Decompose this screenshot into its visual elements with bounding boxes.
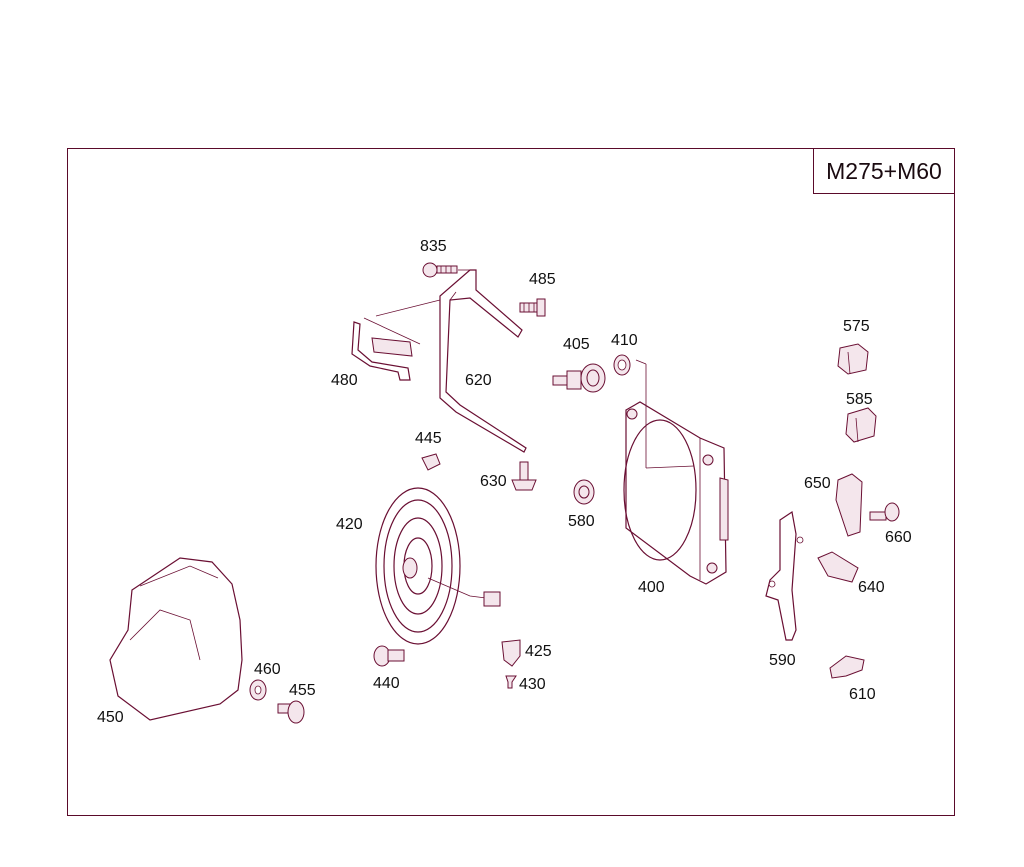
part-640-clip-drawing	[817, 551, 859, 583]
part-label-450[interactable]: 450	[97, 709, 124, 726]
part-label-420[interactable]: 420	[336, 516, 363, 533]
part-420-fan-drawing	[375, 487, 501, 645]
model-code-label: M275+M60	[813, 148, 955, 194]
part-405-sensor-drawing	[552, 363, 606, 393]
part-label-580[interactable]: 580	[568, 513, 595, 530]
part-400-radiator-drawing	[623, 401, 729, 585]
part-label-480[interactable]: 480	[331, 372, 358, 389]
part-label-400[interactable]: 400	[638, 579, 665, 596]
part-485-bolt-drawing	[519, 298, 546, 317]
part-610-clip-drawing	[829, 655, 865, 679]
part-630-bolt-drawing	[511, 461, 537, 491]
part-label-455[interactable]: 455	[289, 682, 316, 699]
part-450-shroud-drawing	[109, 557, 243, 721]
part-label-460[interactable]: 460	[254, 661, 281, 678]
part-label-630[interactable]: 630	[480, 473, 507, 490]
part-label-650[interactable]: 650	[804, 475, 831, 492]
part-label-590[interactable]: 590	[769, 652, 796, 669]
part-label-640[interactable]: 640	[858, 579, 885, 596]
diagram-frame	[67, 148, 955, 816]
part-580-grommet-drawing	[573, 479, 595, 505]
part-label-660[interactable]: 660	[885, 529, 912, 546]
part-660-screw-drawing	[869, 502, 900, 522]
part-label-585[interactable]: 585	[846, 391, 873, 408]
part-425-connector-drawing	[501, 639, 521, 667]
part-label-610[interactable]: 610	[849, 686, 876, 703]
part-440-screw-drawing	[373, 645, 405, 667]
part-445-clip-drawing	[421, 453, 441, 471]
part-575-relay-drawing	[837, 343, 869, 375]
part-835-bolt-drawing	[422, 262, 470, 278]
part-label-445[interactable]: 445	[415, 430, 442, 447]
part-label-430[interactable]: 430	[519, 676, 546, 693]
part-label-835[interactable]: 835	[420, 238, 447, 255]
part-label-425[interactable]: 425	[525, 643, 552, 660]
part-620-bracket-drawing	[375, 269, 527, 453]
part-label-575[interactable]: 575	[843, 318, 870, 335]
part-label-410[interactable]: 410	[611, 332, 638, 349]
part-455-screw-drawing	[277, 700, 305, 724]
part-430-pin-drawing	[505, 675, 517, 689]
part-label-485[interactable]: 485	[529, 271, 556, 288]
part-585-relay-drawing	[845, 407, 877, 443]
part-label-405[interactable]: 405	[563, 336, 590, 353]
part-590-bracket-drawing	[765, 510, 804, 641]
part-480-bracket-drawing	[351, 317, 421, 381]
part-460-washer-drawing	[249, 679, 267, 701]
part-label-620[interactable]: 620	[465, 372, 492, 389]
part-label-440[interactable]: 440	[373, 675, 400, 692]
part-410-ring-drawing	[613, 354, 695, 469]
part-650-clip-drawing	[835, 473, 863, 537]
